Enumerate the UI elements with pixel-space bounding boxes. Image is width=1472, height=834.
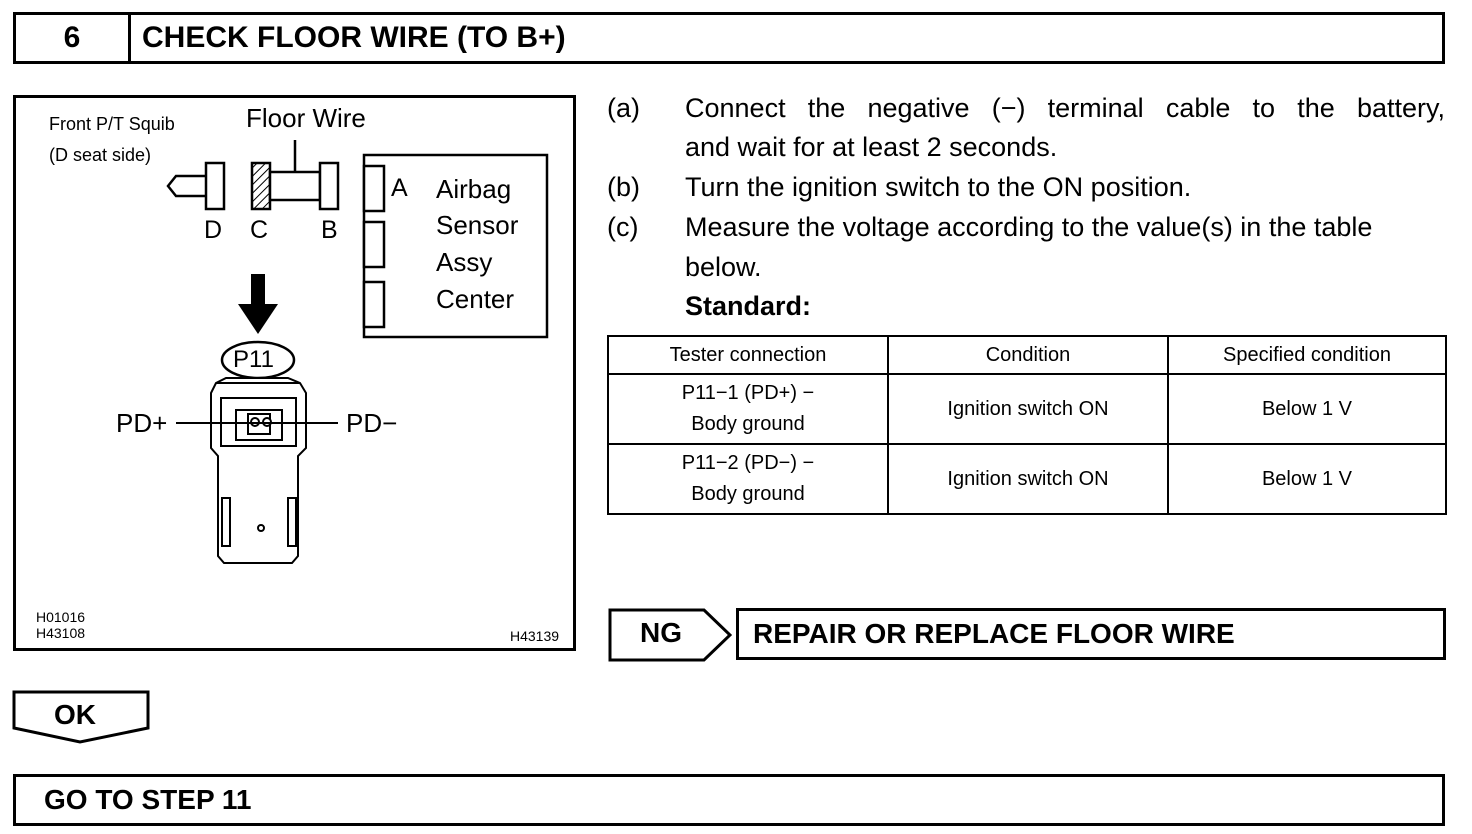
step-a-line-1: Connect the negative (−) terminal cable …	[685, 93, 1445, 123]
step-c-line-1: Measure the voltage according to the val…	[685, 212, 1373, 242]
col-header-connection: Tester connection	[607, 335, 889, 375]
diagram-code-1: H01016	[36, 609, 86, 625]
connection-line-1: P11−1 (PD+) −	[681, 382, 815, 404]
ng-result-text: REPAIR OR REPLACE FLOOR WIRE	[753, 618, 1235, 649]
diagram-drawing	[166, 140, 549, 564]
airbag-sensor-shape	[362, 153, 549, 339]
diagram-code-2: H43108	[36, 625, 86, 641]
letter-b: B	[321, 216, 338, 244]
ng-label: NG	[640, 617, 682, 648]
spec-cell: Below 1 V	[1167, 443, 1447, 515]
floor-wire-label: Floor Wire	[246, 103, 366, 133]
squib-label-1: Front P/T Squib	[49, 114, 175, 134]
down-arrow-icon	[238, 274, 278, 334]
connector-c-shape	[250, 161, 272, 211]
table-row: P11−2 (PD−) − Body ground Ignition switc…	[607, 443, 1447, 515]
ok-label: OK	[54, 699, 96, 730]
diagram-code-3: H43139	[510, 628, 560, 644]
standard-label: Standard:	[685, 291, 812, 321]
ng-arrow-shape	[608, 608, 732, 662]
standard-table: Tester connection Condition Specified co…	[607, 335, 1447, 515]
sensor-label-4: Center	[436, 284, 515, 314]
step-title: CHECK FLOOR WIRE (TO B+)	[142, 21, 566, 54]
connection-line-1: P11−2 (PD−) −	[681, 452, 815, 474]
step-c-line-2: below.	[685, 252, 762, 282]
sensor-label-3: Assy	[436, 247, 493, 277]
squib-connector-shape	[166, 161, 226, 211]
connection-cell: P11−1 (PD+) − Body ground	[607, 373, 889, 445]
letter-c: C	[250, 216, 269, 244]
connector-label: P11	[233, 346, 274, 373]
wiring-diagram: Front P/T Squib (D seat side) Floor Wire…	[13, 95, 576, 651]
connection-line-2: Body ground	[691, 413, 805, 435]
step-b-label: (b)	[607, 172, 640, 202]
step-header: 6 CHECK FLOOR WIRE (TO B+)	[13, 12, 1445, 64]
sensor-label-1: Airbag	[436, 174, 512, 204]
table-header-row: Tester connection Condition Specified co…	[607, 335, 1447, 375]
condition-cell: Ignition switch ON	[887, 443, 1169, 515]
step-b-line-1: Turn the ignition switch to the ON posit…	[685, 172, 1192, 202]
step-a-line-2: and wait for at least 2 seconds.	[685, 132, 1058, 162]
goto-text: GO TO STEP 11	[44, 784, 252, 815]
letter-a: A	[391, 174, 408, 202]
step-a-label: (a)	[607, 93, 640, 123]
goto-box: GO TO STEP 11	[13, 774, 1445, 826]
p11-connector-shape	[210, 377, 307, 564]
spec-cell: Below 1 V	[1167, 373, 1447, 445]
pd-plus-label: PD+	[116, 408, 168, 438]
squib-label-2: (D seat side)	[49, 145, 152, 165]
sensor-label-2: Sensor	[436, 210, 519, 240]
table-row: P11−1 (PD+) − Body ground Ignition switc…	[607, 373, 1447, 445]
connection-cell: P11−2 (PD−) − Body ground	[607, 443, 889, 515]
col-header-spec: Specified condition	[1167, 335, 1447, 375]
floor-wire-shape	[268, 140, 340, 211]
letter-d: D	[204, 216, 223, 244]
connection-line-2: Body ground	[691, 483, 805, 505]
step-number: 6	[16, 15, 131, 61]
step-c-label: (c)	[607, 212, 639, 242]
condition-cell: Ignition switch ON	[887, 373, 1169, 445]
ok-arrow-shape	[12, 690, 150, 744]
ng-result-box: REPAIR OR REPLACE FLOOR WIRE	[736, 608, 1446, 660]
col-header-condition: Condition	[887, 335, 1169, 375]
pd-minus-label: PD−	[346, 408, 398, 438]
